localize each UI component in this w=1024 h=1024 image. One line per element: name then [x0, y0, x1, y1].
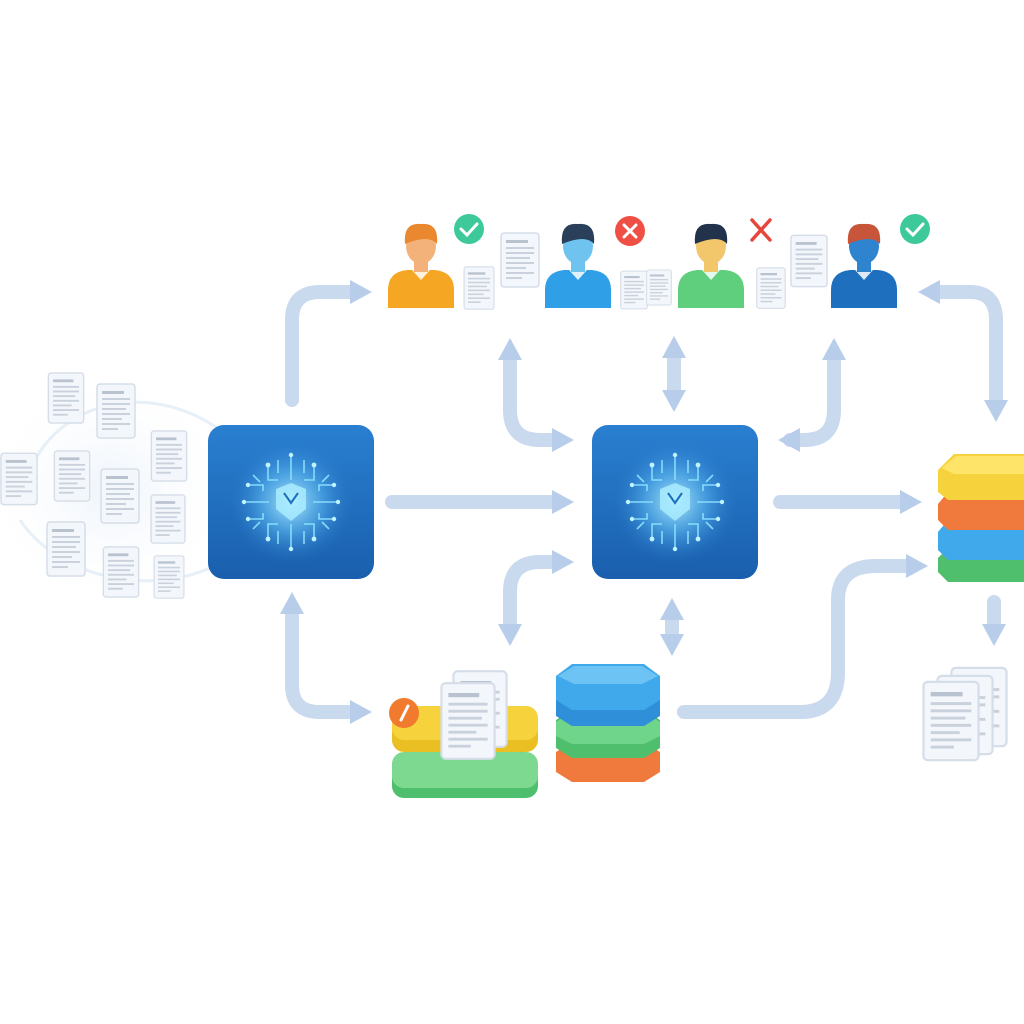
reviewer-row [388, 223, 897, 308]
review-queue-stack-icon [392, 669, 538, 798]
database-stack-icon [556, 664, 660, 782]
reviewer-avatar-icon [545, 223, 611, 308]
reviewer-avatar-icon [388, 223, 454, 308]
document-cloud-icon [0, 370, 240, 610]
reviewer-avatar-icon [678, 223, 744, 308]
output-stack-icon [938, 454, 1024, 582]
ai-processor-left [208, 425, 374, 579]
output-documents-icon [922, 666, 1008, 762]
pending-badge-icon [389, 698, 419, 728]
reject-x-icon [750, 218, 772, 242]
approve-check-icon [454, 214, 484, 244]
reject-x-icon [615, 216, 645, 246]
reviewer-avatar-icon [831, 223, 897, 308]
connector-arrows [280, 280, 1008, 724]
ai-processor-center [592, 425, 758, 579]
review-documents [463, 231, 828, 310]
approve-check-icon [900, 214, 930, 244]
